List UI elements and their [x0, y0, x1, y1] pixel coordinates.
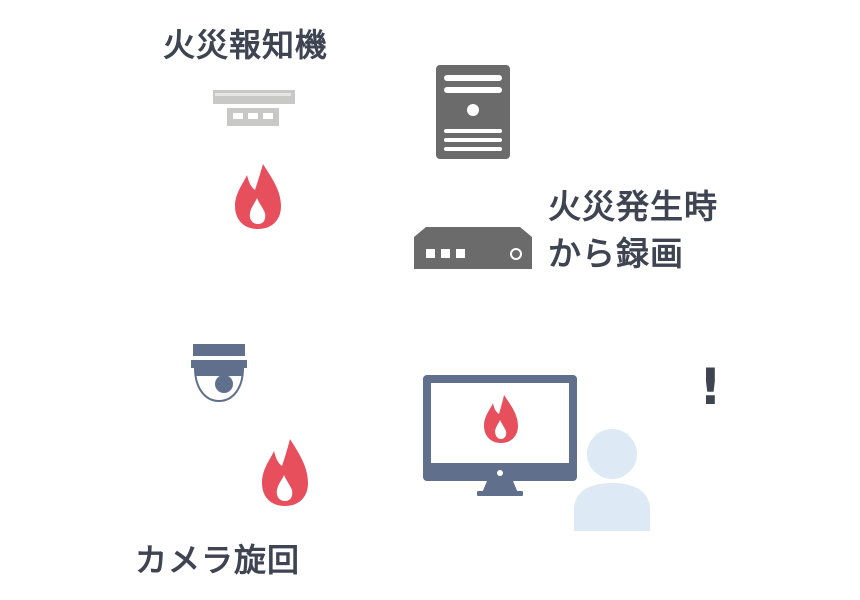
flame-icon: [262, 439, 308, 506]
camera-rotation-label: カメラ旋回: [135, 541, 301, 579]
flame-icon: [235, 164, 281, 229]
person-icon: [574, 429, 650, 531]
fire-detector-icon: [213, 90, 295, 126]
alert-exclamation: !: [699, 358, 722, 416]
monitor-icon: [423, 375, 577, 496]
record-on-fire-label: 火災発生時 から録画: [548, 183, 718, 277]
fire-detector-label: 火災報知機: [163, 26, 329, 64]
recorder-icon: [414, 227, 532, 269]
dome-camera-icon: [191, 344, 247, 403]
record-label-line-2: から録画: [548, 234, 684, 273]
record-label-line-1: 火災発生時: [548, 187, 718, 226]
server-icon: [436, 65, 510, 159]
